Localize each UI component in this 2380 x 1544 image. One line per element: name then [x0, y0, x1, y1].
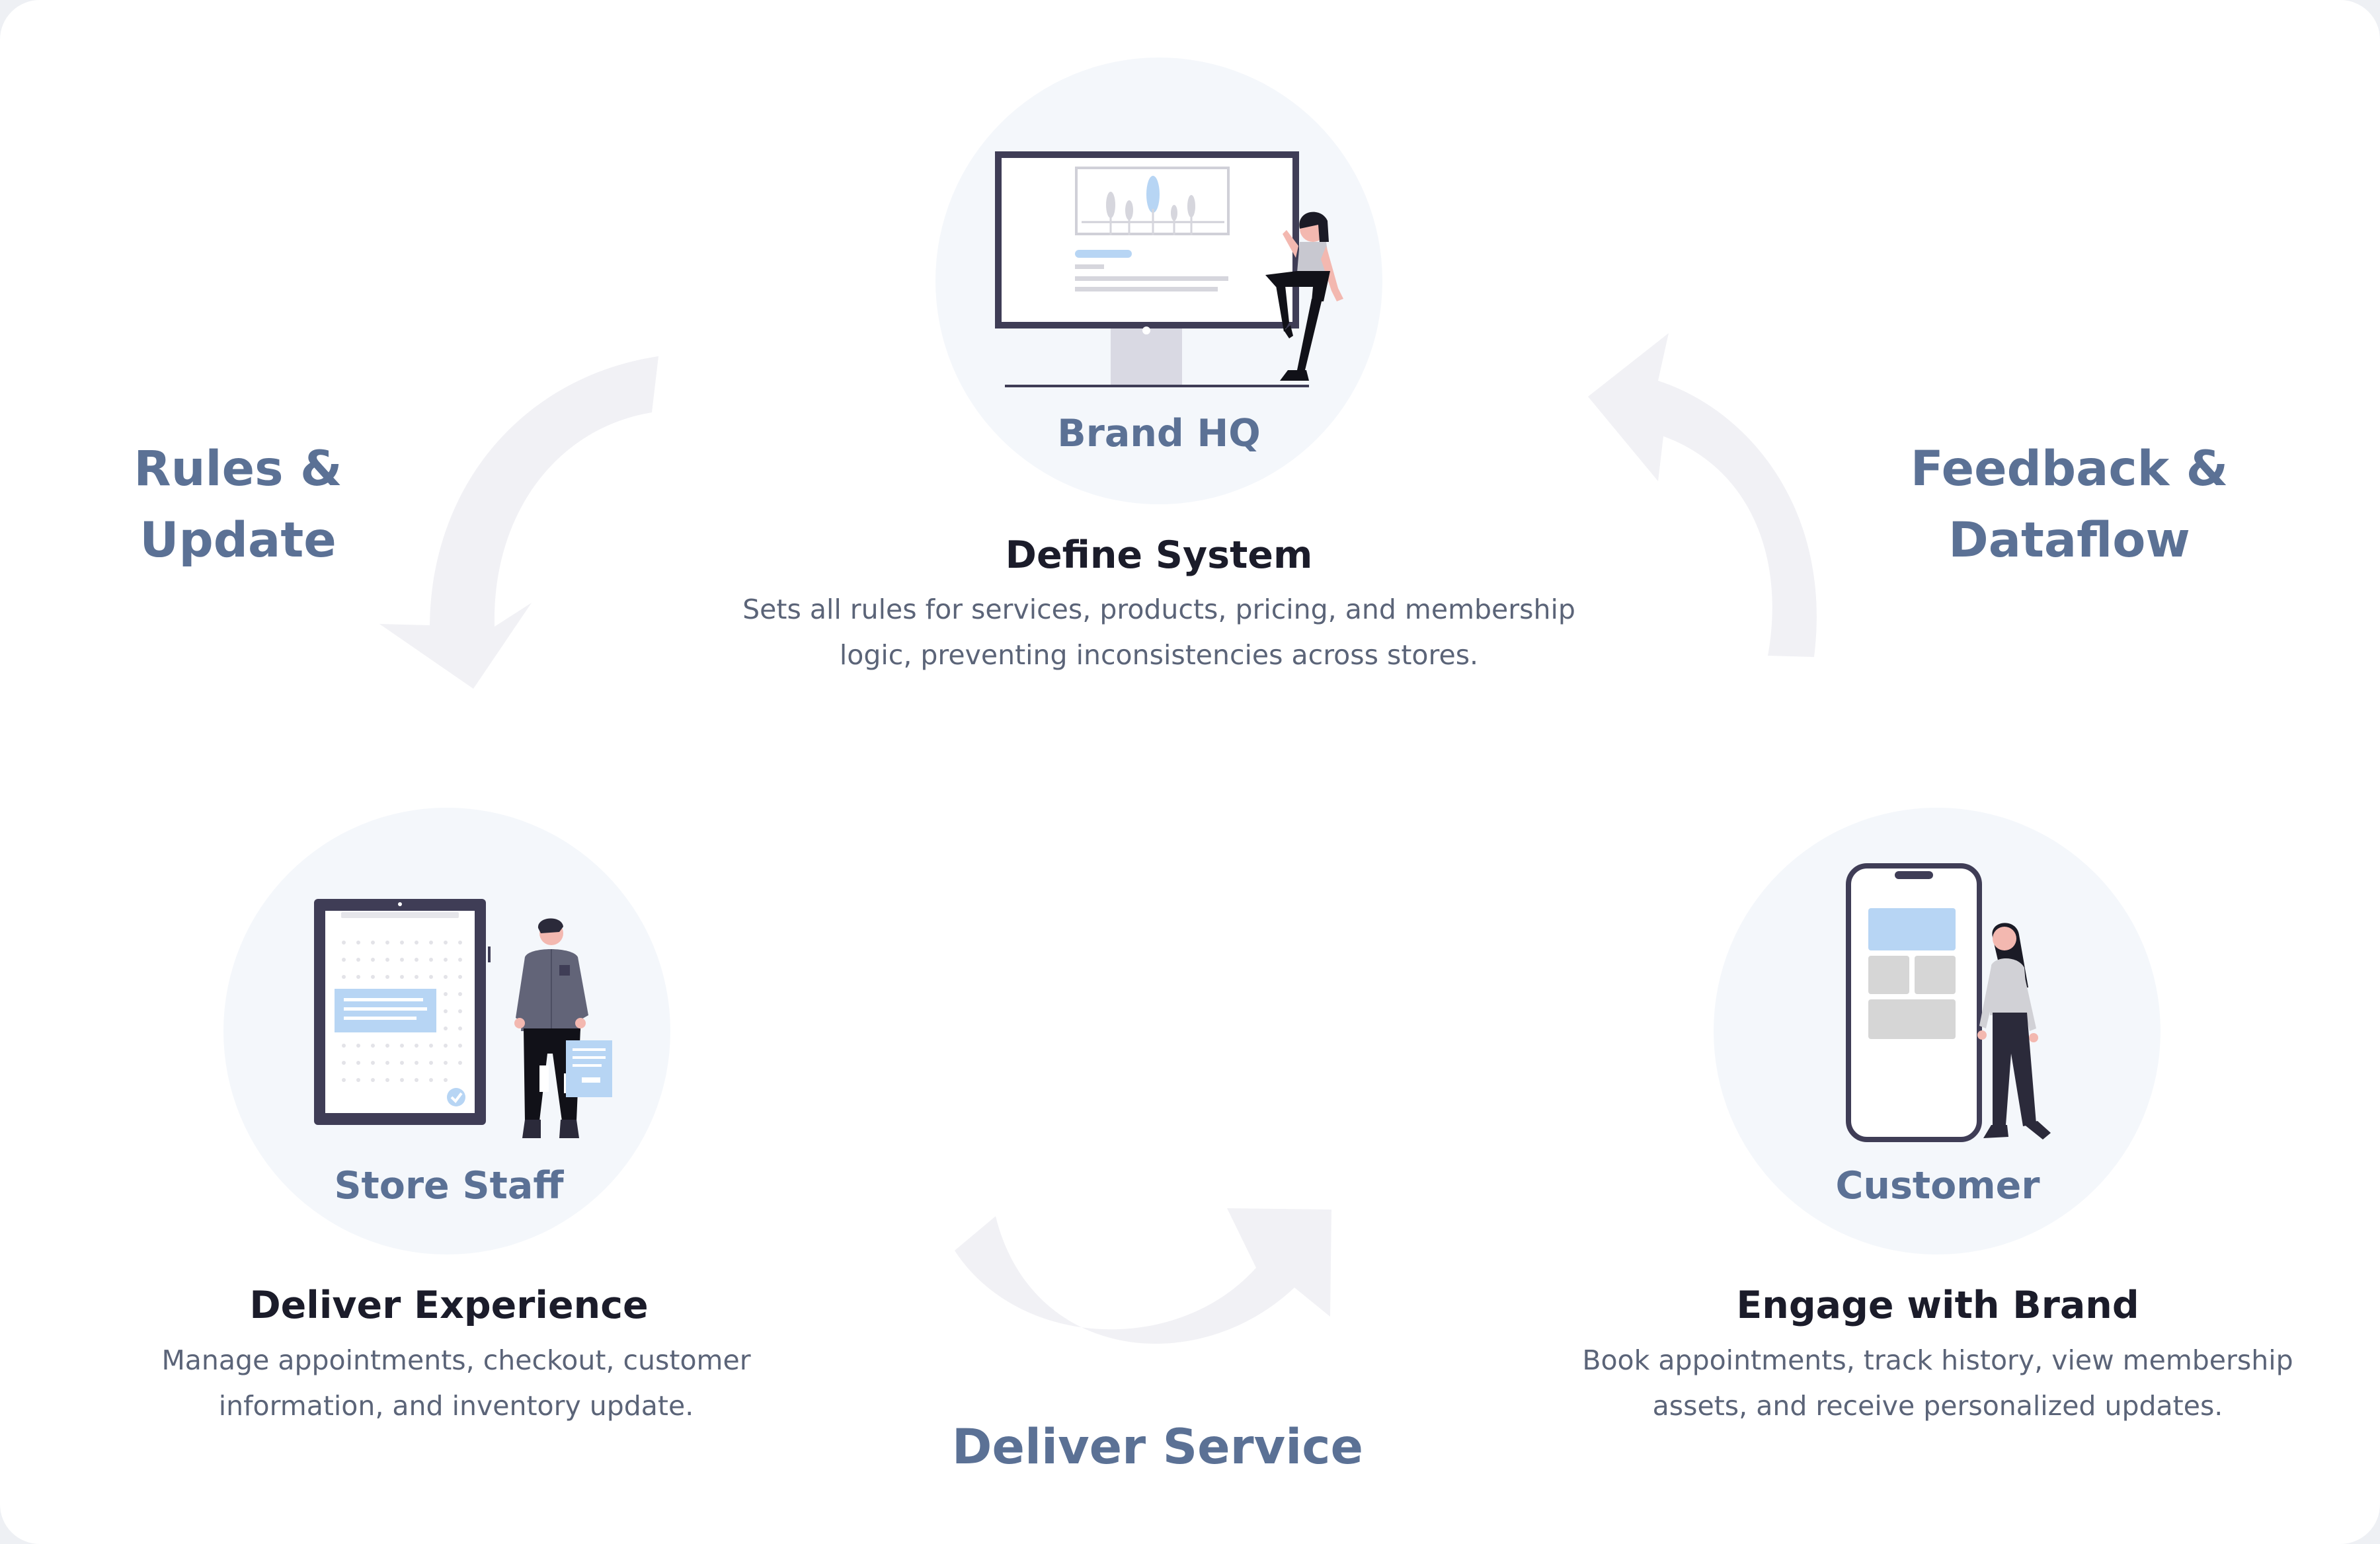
- define-system-desc-line1: Sets all rules for services, products, p…: [742, 594, 1575, 625]
- customer-label: Customer: [1835, 1164, 2040, 1208]
- feedback-dataflow-label-line2: Dataflow: [1948, 512, 2190, 568]
- deliver-experience-desc-line1: Manage appointments, checkout, customer: [161, 1344, 751, 1376]
- feedback-dataflow-arrow: [1588, 333, 1817, 657]
- deliver-service-label: Deliver Service: [951, 1419, 1364, 1475]
- feedback-dataflow-label-line1: Feedback &: [1910, 441, 2229, 497]
- engage-with-brand-desc-line2: assets, and receive personalized updates…: [1652, 1390, 2223, 1422]
- deliver-experience-heading: Deliver Experience: [249, 1284, 649, 1327]
- rules-update-label-line1: Rules &: [134, 441, 342, 497]
- store-staff-label: Store Staff: [334, 1164, 564, 1208]
- brand-hq-illustration: [995, 151, 1343, 387]
- store-staff-illustration: [314, 899, 612, 1138]
- brand-hq-label: Brand HQ: [1057, 412, 1261, 455]
- define-system-heading: Define System: [1005, 533, 1313, 577]
- deliver-service-arrow: [955, 1208, 1331, 1344]
- define-system-desc-line2: logic, preventing inconsistencies across…: [839, 639, 1479, 671]
- engage-with-brand-desc-line1: Book appointments, track history, view m…: [1582, 1344, 2293, 1376]
- customer-illustration: [1846, 863, 2051, 1142]
- deliver-experience-desc-line2: information, and inventory update.: [218, 1390, 694, 1422]
- rules-update-arrow: [379, 356, 658, 689]
- rules-update-label-line2: Update: [139, 512, 337, 568]
- engage-with-brand-heading: Engage with Brand: [1736, 1284, 2139, 1327]
